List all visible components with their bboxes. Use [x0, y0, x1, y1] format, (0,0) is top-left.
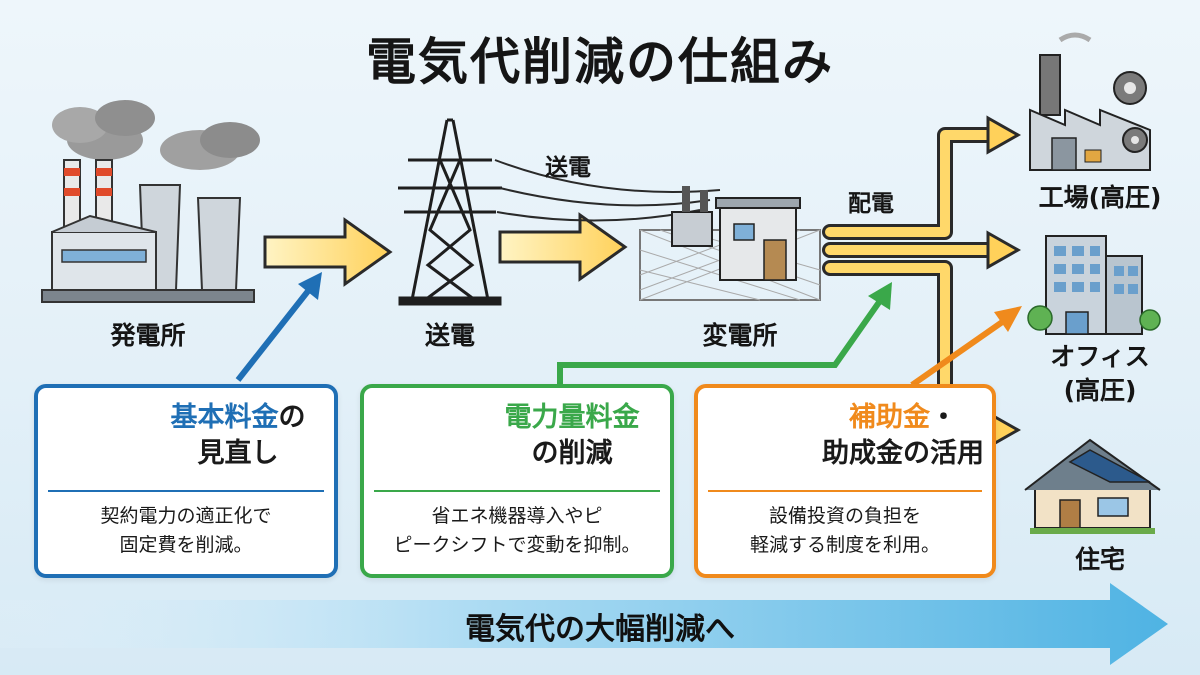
arrow-head-factory — [986, 115, 1022, 155]
panel-subsidy-desc-2: 軽減する制度を利用。 — [749, 534, 940, 556]
distribution-label: 配電 — [848, 191, 894, 217]
panel-subsidy-desc: 設備投資の負担を 軽減する制度を利用。 — [698, 502, 992, 560]
panel-basic-title-a: 基本料金 — [170, 402, 279, 433]
panel-subsidy-title-a: 補助金 — [849, 402, 930, 433]
panel-basic-desc: 契約電力の適正化で 固定費を削減。 — [38, 502, 334, 560]
transmission-wire-label: 送電 — [545, 155, 591, 181]
flow-arrow-plant-to-tower — [263, 217, 393, 287]
house-label: 住宅 — [1074, 545, 1125, 574]
panel-usage-desc-1: 省エネ機器導入やピ — [431, 505, 603, 527]
panel-basic-desc-2: 固定費を削減。 — [119, 534, 253, 556]
office-label-line1: オフィス — [1050, 342, 1150, 371]
arrow-head-office — [986, 230, 1022, 270]
office-label: オフィス (高圧) — [1010, 340, 1190, 408]
panel-basic-title: 基本料金の 見直し — [148, 400, 328, 472]
panel-usage-desc: 省エネ機器導入やピ ピークシフトで変動を抑制。 — [364, 502, 670, 560]
office-building-icon — [1027, 235, 1161, 335]
office-label-line2: (高圧) — [1063, 376, 1137, 405]
panel-usage-title-a: 電力量料金 — [504, 402, 640, 433]
substation-label: 変電所 — [702, 321, 778, 350]
panel-basic-title-b: の — [278, 402, 306, 433]
bottom-banner-text: 電気代の大幅削減へ — [465, 612, 735, 647]
tower-label: 送電 — [424, 321, 475, 350]
factory-label: 工場(高圧) — [1038, 183, 1162, 212]
panel-subsidy-title-b: ・ — [930, 402, 957, 433]
panel-basic-desc-1: 契約電力の適正化で — [100, 505, 272, 527]
connector-subsidy-to-office — [910, 306, 1022, 388]
power-plant-label: 発電所 — [110, 321, 186, 350]
bottom-banner-arrow — [0, 583, 1168, 665]
connector-basic-to-plant — [235, 272, 322, 382]
power-plant-icon — [41, 100, 260, 303]
panel-subsidy-desc-1: 設備投資の負担を — [768, 505, 921, 527]
panel-usage-desc-2: ピークシフトで変動を抑制。 — [393, 534, 641, 556]
connector-usage-to-distribution — [557, 282, 892, 385]
page-title: 電気代削減の仕組み — [366, 33, 834, 91]
factory-icon — [1029, 32, 1151, 171]
panel-subsidy-title-c: 助成金の活用 — [822, 438, 984, 469]
panel-usage-title-b: の削減 — [531, 438, 613, 469]
panel-usage-title: 電力量料金 の削減 — [474, 400, 670, 472]
flow-arrow-tower-to-substation — [498, 212, 628, 282]
panel-subsidy: 補助金・ 助成金の活用 設備投資の負担を 軽減する制度を利用。 — [694, 384, 996, 578]
house-icon — [1024, 438, 1161, 534]
panel-usage-fee: 電力量料金 の削減 省エネ機器導入やピ ピークシフトで変動を抑制。 — [360, 384, 674, 578]
panel-subsidy-title: 補助金・ 助成金の活用 — [810, 400, 996, 472]
panel-basic-title-c: 見直し — [197, 438, 279, 469]
transmission-tower-icon — [398, 118, 502, 306]
panel-basic-fee: 基本料金の 見直し 契約電力の適正化で 固定費を削減。 — [34, 384, 338, 578]
substation-icon — [639, 186, 821, 301]
